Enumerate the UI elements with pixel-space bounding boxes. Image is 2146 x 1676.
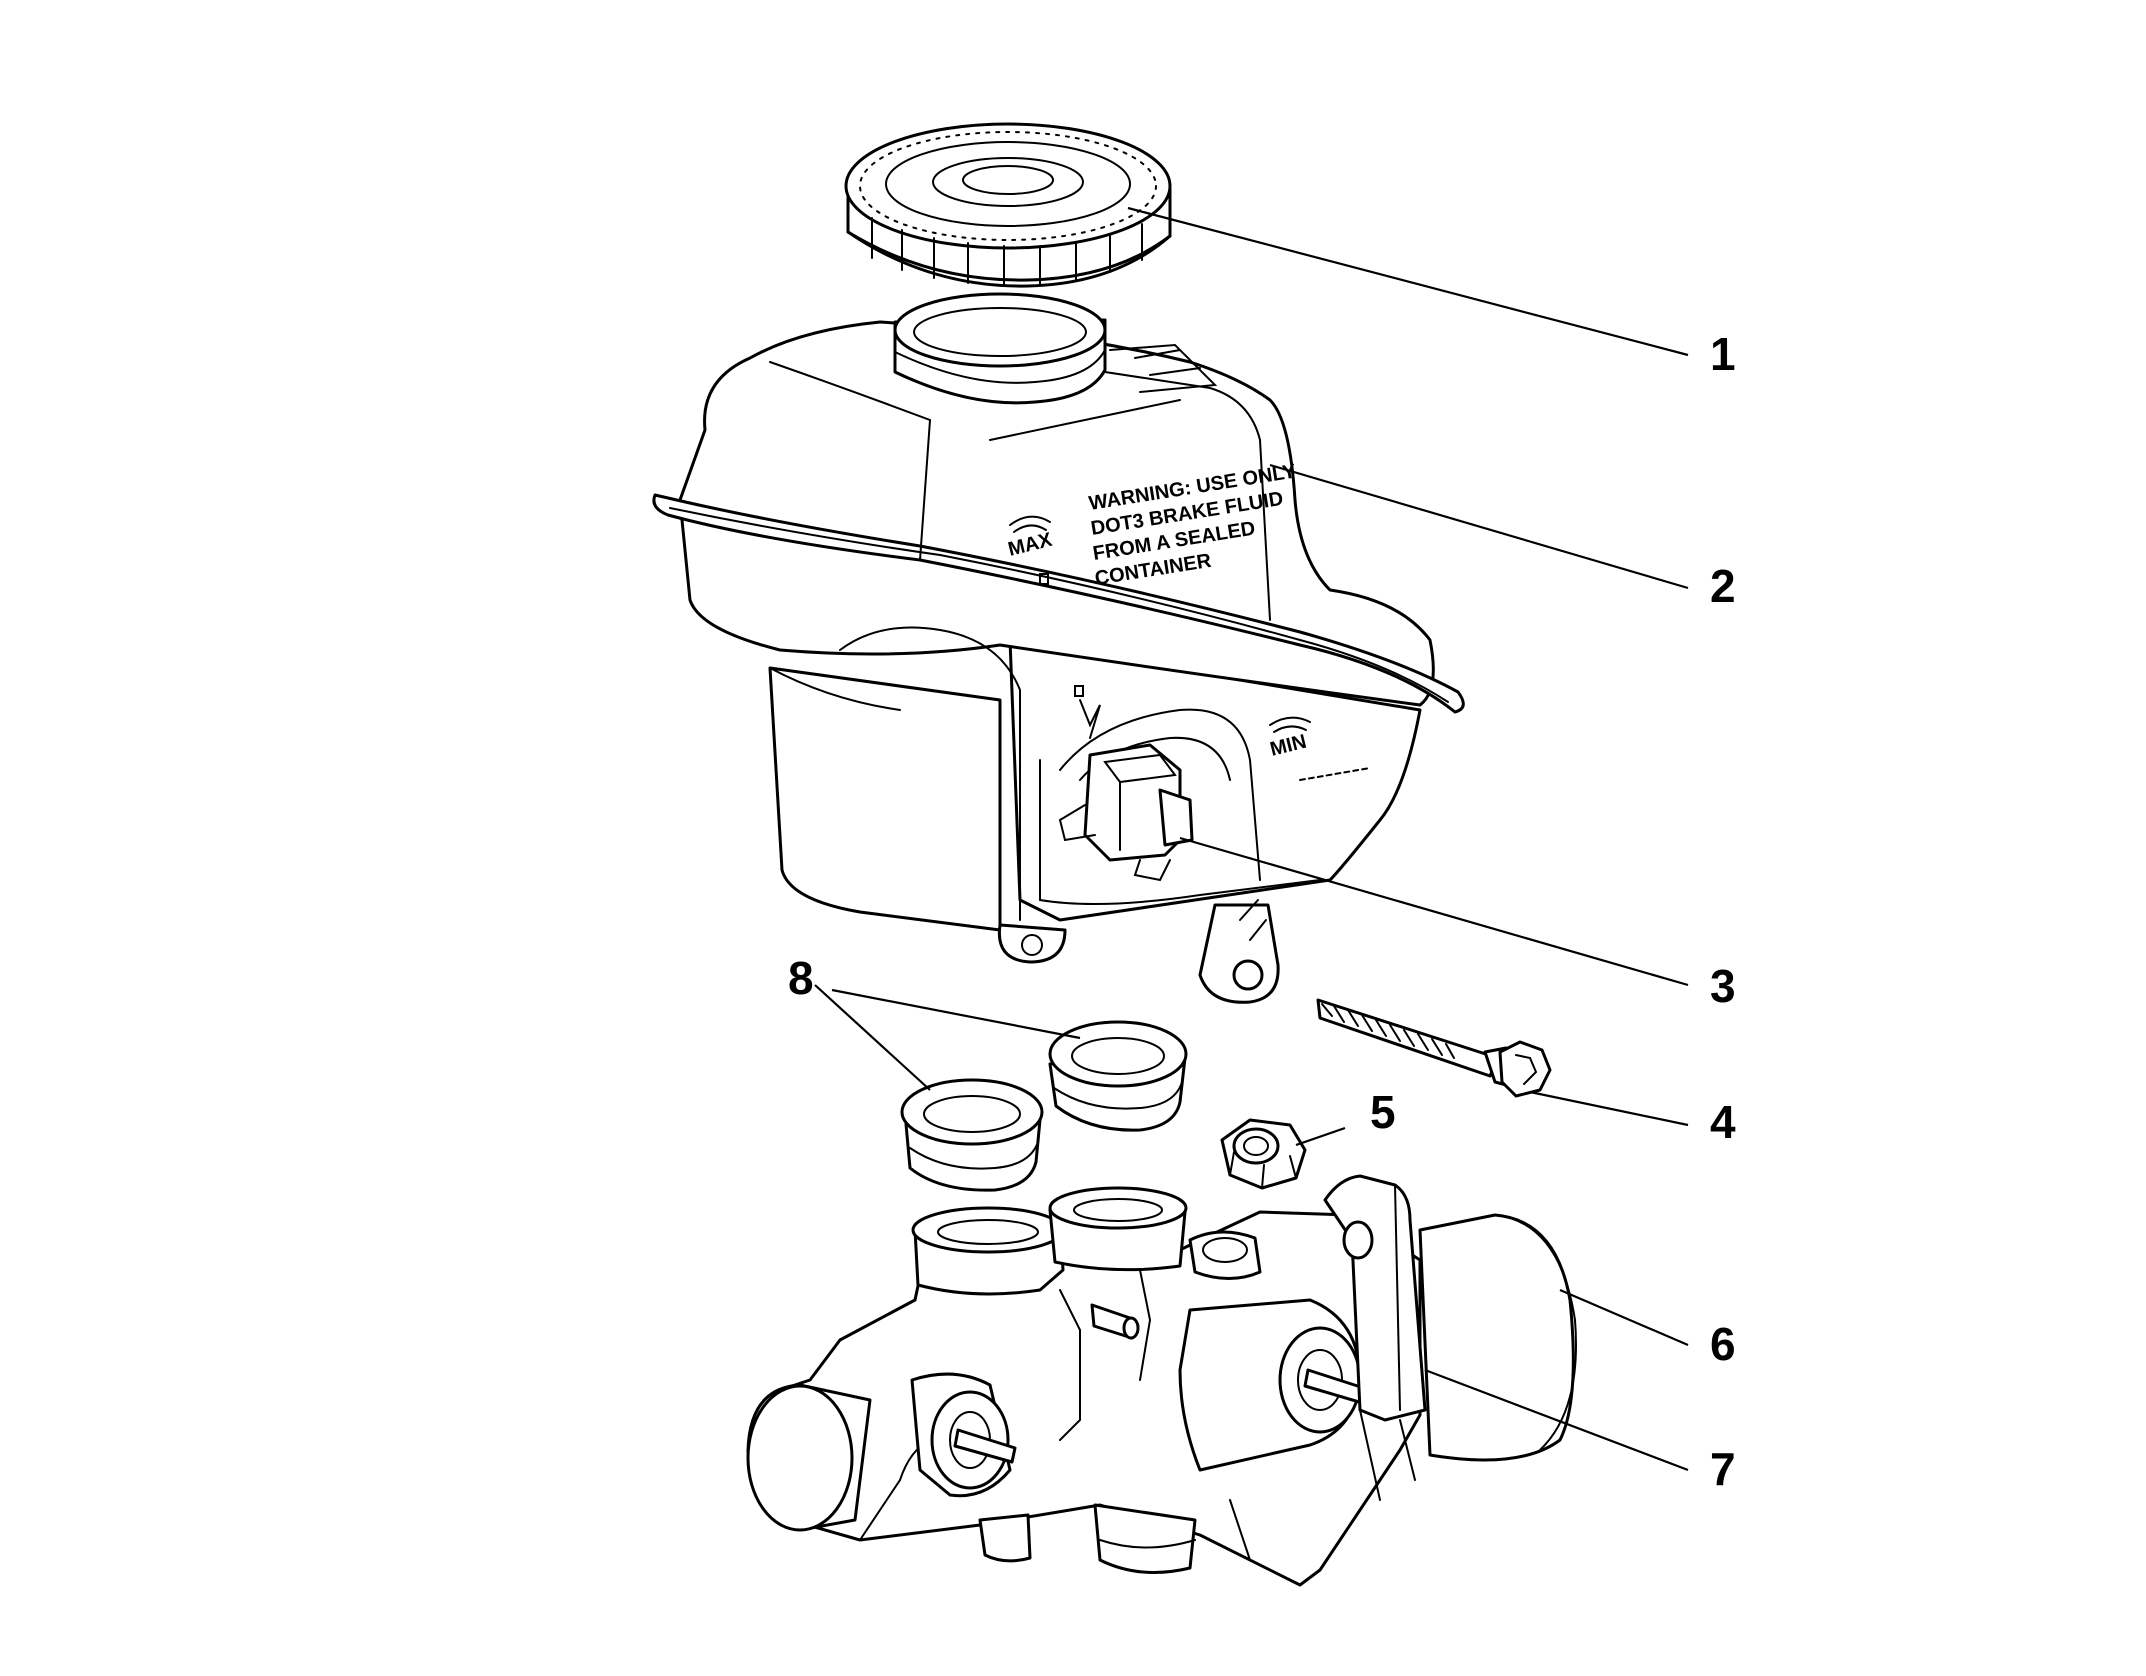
part-level-sensor-connector	[1058, 743, 1194, 882]
leader-4	[1529, 1090, 1689, 1127]
part-grommet-left	[900, 1078, 1044, 1192]
callout-numbers: 1 2 3 4 5 6 7 8	[788, 328, 1736, 1495]
leader-5	[1295, 1126, 1346, 1147]
callout-6: 6	[1710, 1318, 1736, 1370]
part-mounting-flange	[1323, 1174, 1427, 1501]
callout-2: 2	[1710, 560, 1736, 612]
leader-6	[1559, 1288, 1689, 1347]
part-reservoir-cap	[844, 122, 1172, 288]
callout-4: 4	[1710, 1096, 1736, 1148]
leader-3	[1179, 836, 1689, 987]
callout-3: 3	[1710, 960, 1736, 1012]
leader-2	[1269, 463, 1689, 590]
leader-1	[1127, 206, 1689, 357]
leader-8b	[831, 988, 1081, 1040]
leader-lines	[814, 206, 1689, 1472]
callout-7: 7	[1710, 1443, 1736, 1495]
part-fluid-reservoir: WARNING: USE ONLY DOT3 BRAKE FLUID FROM …	[652, 292, 1465, 1004]
callout-1: 1	[1710, 328, 1736, 380]
callout-8: 8	[788, 952, 814, 1004]
leader-7	[1424, 1368, 1689, 1472]
reservoir-warning-decal: WARNING: USE ONLY DOT3 BRAKE FLUID FROM …	[1087, 460, 1298, 590]
part-grommet-right	[1048, 1020, 1188, 1132]
callout-5: 5	[1370, 1086, 1396, 1138]
part-bolt	[1316, 998, 1552, 1098]
part-nut	[1220, 1118, 1307, 1190]
part-master-cylinder	[746, 1186, 1577, 1587]
leader-8a	[814, 984, 931, 1091]
